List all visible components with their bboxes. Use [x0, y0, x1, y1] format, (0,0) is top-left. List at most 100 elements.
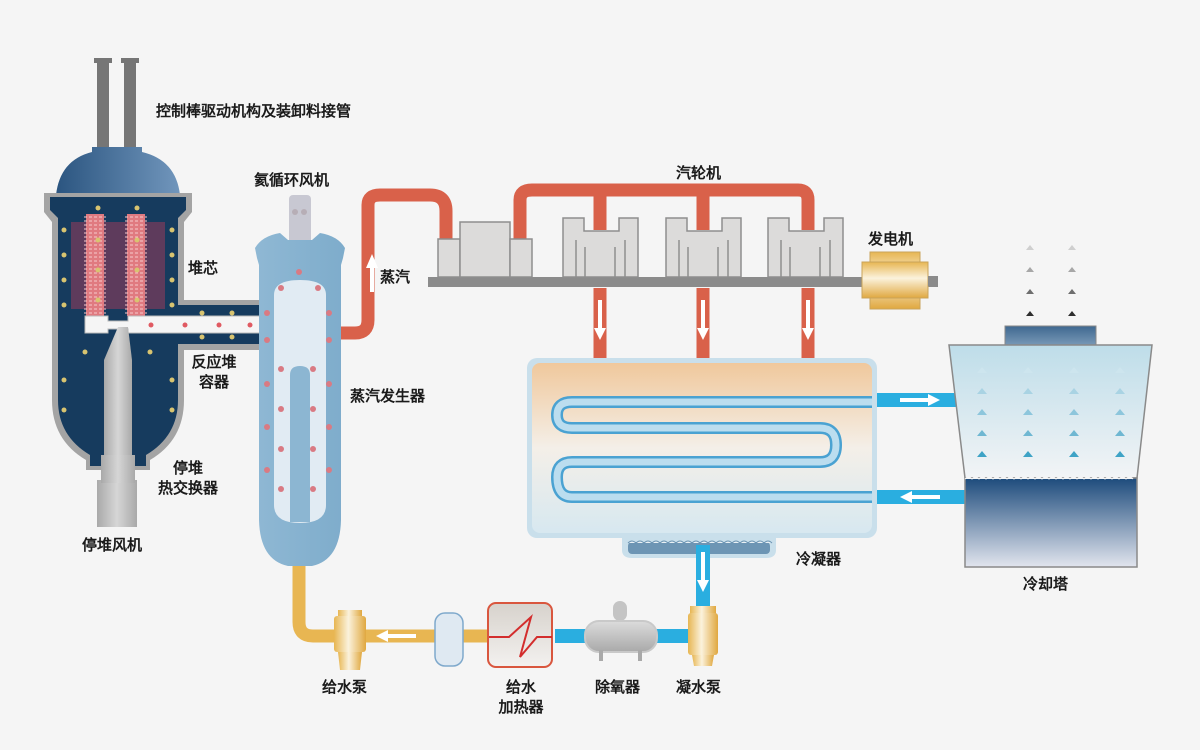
label-shutdown-hx-line2: 热交换器: [157, 479, 218, 497]
helium-dot: [326, 381, 332, 387]
vapor-icon: [1068, 289, 1076, 294]
helium-dot: [169, 252, 175, 258]
helium-dot: [296, 269, 302, 275]
steam-generator-center-tube: [290, 366, 310, 522]
steam-up-arrow-icon: [366, 254, 378, 292]
helium-dot: [326, 310, 332, 316]
feed-water-pump: [334, 610, 366, 670]
cooling-tower: [948, 245, 1153, 568]
helium-dot: [310, 446, 316, 452]
vapor-icon: [1026, 311, 1034, 316]
cooling-water-in-arrow-icon: [900, 491, 940, 503]
feed-water-heater: [487, 602, 553, 668]
label-shutdown-hx-line1: 停堆: [172, 459, 203, 477]
droplet-icon: [977, 451, 987, 457]
label-condenser: 冷凝器: [796, 550, 842, 568]
label-feed-heater-line1: 给水: [505, 678, 536, 696]
droplet-icon: [1115, 367, 1125, 373]
control-rod-drive-left: [97, 58, 109, 148]
helium-dot: [95, 205, 101, 211]
helium-circulator: [289, 195, 311, 247]
condensate-pump: [688, 606, 718, 666]
helium-dot: [147, 349, 153, 355]
helium-dot: [61, 407, 67, 413]
helium-dot: [278, 366, 284, 372]
droplet-icon: [1069, 409, 1079, 415]
droplet-icon: [1115, 430, 1125, 436]
deaerator: [584, 601, 658, 661]
helium-dot: [326, 467, 332, 473]
droplet-icon: [1069, 430, 1079, 436]
label-turbine: 汽轮机: [676, 164, 722, 182]
droplet-icon: [1023, 388, 1033, 394]
label-control-rod-drive: 控制棒驱动机构及装卸料接管: [156, 102, 352, 120]
low-pressure-turbine: [665, 217, 742, 278]
helium-dot: [278, 285, 284, 291]
vapor-icon: [1026, 289, 1034, 294]
helium-dot: [169, 377, 175, 383]
steam-down-arrow-icon: [802, 300, 814, 340]
low-pressure-turbine: [767, 217, 844, 278]
vapor-icon: [1026, 245, 1034, 250]
droplet-icon: [977, 367, 987, 373]
hot-helium-dot: [148, 322, 154, 328]
helium-dot: [264, 467, 270, 473]
helium-dot: [278, 406, 284, 412]
shutdown-fan: [97, 480, 137, 527]
high-pressure-turbine: [437, 221, 533, 278]
vapor-icon: [1068, 311, 1076, 316]
helium-dot: [61, 252, 67, 258]
droplet-icon: [1023, 367, 1033, 373]
droplet-icon: [1115, 451, 1125, 457]
helium-dot: [326, 424, 332, 430]
droplet-icon: [977, 388, 987, 394]
cooling-tower-fan: [1004, 325, 1097, 346]
steam-down-arrow-icon: [594, 300, 606, 340]
label-condensate-pump: 凝水泵: [676, 678, 722, 696]
helium-dot: [134, 237, 140, 243]
feed-water-pipes: [292, 566, 490, 643]
droplet-icon: [977, 430, 987, 436]
helium-dot: [169, 277, 175, 283]
label-shutdown-fan: 停堆风机: [82, 536, 143, 554]
steam-down-arrow-icon: [697, 300, 709, 340]
reactor-dome: [56, 147, 180, 195]
helium-dot: [82, 349, 88, 355]
vapor-icon: [1068, 245, 1076, 250]
feed-water-left-arrow-icon: [376, 630, 416, 642]
helium-dot: [278, 446, 284, 452]
helium-dot: [315, 285, 321, 291]
hot-helium-dot: [182, 322, 188, 328]
droplet-icon: [1115, 388, 1125, 394]
label-shutdown-heat-exchanger: 停堆 热交换器: [146, 458, 230, 498]
helium-dot: [310, 486, 316, 492]
vapor-icon: [1068, 267, 1076, 272]
helium-dot: [61, 377, 67, 383]
helium-dot: [310, 406, 316, 412]
label-cooling-tower: 冷却塔: [1023, 575, 1069, 593]
helium-dot: [169, 302, 175, 308]
helium-dot: [169, 227, 175, 233]
label-feed-water-pump: 给水泵: [322, 678, 368, 696]
helium-dot: [310, 366, 316, 372]
steam-generator: [255, 195, 345, 566]
helium-dot: [326, 337, 332, 343]
helium-dot: [278, 486, 284, 492]
helium-dot: [61, 277, 67, 283]
helium-dot: [199, 310, 205, 316]
label-core: 堆芯: [188, 259, 219, 277]
label-feed-water-heater: 给水 加热器: [486, 677, 556, 717]
control-rod-drive-right: [124, 58, 136, 148]
droplet-icon: [1069, 388, 1079, 394]
droplet-icon: [977, 409, 987, 415]
helium-dot: [264, 310, 270, 316]
label-steam: 蒸汽: [380, 268, 411, 286]
helium-dot: [264, 337, 270, 343]
label-helium-circulator: 氦循环风机: [254, 171, 330, 189]
turbine: [428, 217, 938, 287]
helium-dot: [134, 267, 140, 273]
generator: [861, 251, 938, 310]
label-steam-generator: 蒸汽发生器: [350, 387, 426, 405]
hot-helium-dot: [247, 322, 253, 328]
